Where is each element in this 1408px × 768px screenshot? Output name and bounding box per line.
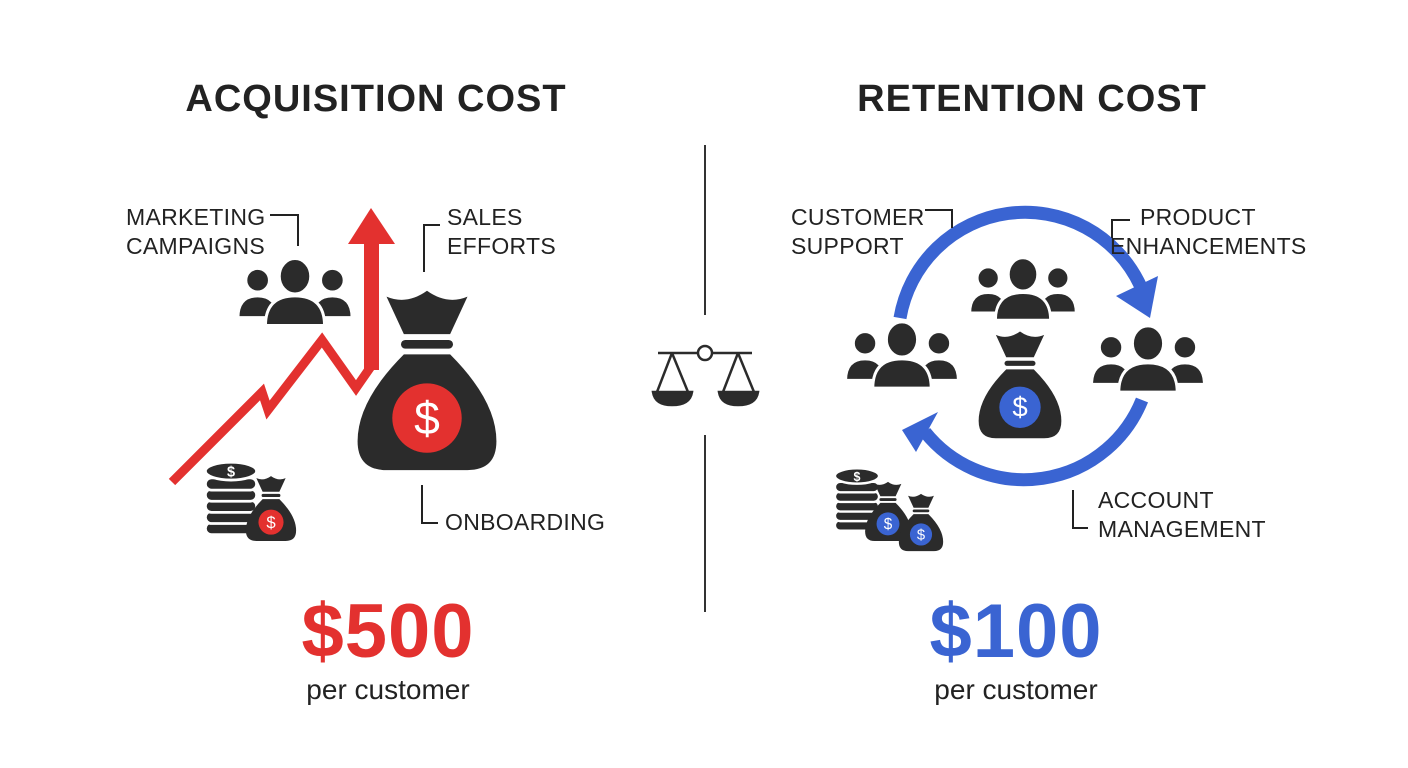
balance-scale-icon bbox=[651, 344, 760, 407]
cycle-arrowhead-right bbox=[1116, 276, 1158, 318]
label-line: ENHANCEMENTS bbox=[1110, 233, 1307, 259]
acquisition-unit: per customer bbox=[306, 674, 470, 705]
label-customer-support: CUSTOMER SUPPORT bbox=[791, 203, 925, 261]
people-group-icon bbox=[844, 320, 960, 390]
label-product-enhancements: PRODUCT ENHANCEMENTS bbox=[1110, 203, 1307, 261]
acquisition-title: ACQUISITION COST bbox=[185, 78, 567, 120]
retention-amount: $100 bbox=[929, 589, 1103, 674]
label-account-management: ACCOUNT MANAGEMENT bbox=[1098, 486, 1266, 544]
label-marketing-campaigns: MARKETING CAMPAIGNS bbox=[126, 203, 265, 261]
label-line: MANAGEMENT bbox=[1098, 516, 1266, 542]
people-group-icon bbox=[968, 256, 1078, 322]
label-line: CUSTOMER bbox=[791, 204, 925, 230]
label-line: CAMPAIGNS bbox=[126, 233, 266, 259]
label-line: SALES bbox=[447, 204, 523, 230]
money-bag-icon bbox=[978, 331, 1062, 439]
people-group-icon bbox=[236, 257, 354, 327]
retention-title: RETENTION COST bbox=[857, 78, 1207, 120]
label-onboarding: ONBOARDING bbox=[445, 509, 606, 535]
people-group-icon bbox=[1090, 324, 1206, 394]
acquisition-amount: $500 bbox=[301, 589, 475, 674]
retention-unit: per customer bbox=[934, 674, 1098, 705]
label-line: EFFORTS bbox=[447, 233, 557, 259]
cycle-arrows-icon bbox=[893, 205, 1149, 487]
label-line: PRODUCT bbox=[1140, 204, 1256, 230]
growth-arrow-icon bbox=[168, 208, 395, 486]
cycle-arrowhead-left bbox=[902, 412, 938, 452]
label-line: SUPPORT bbox=[791, 233, 904, 259]
label-line: ACCOUNT bbox=[1098, 487, 1214, 513]
label-sales-efforts: SALES EFFORTS bbox=[447, 203, 556, 261]
label-connectors bbox=[270, 214, 440, 524]
label-connectors bbox=[925, 209, 1130, 529]
label-line: MARKETING bbox=[126, 204, 266, 230]
